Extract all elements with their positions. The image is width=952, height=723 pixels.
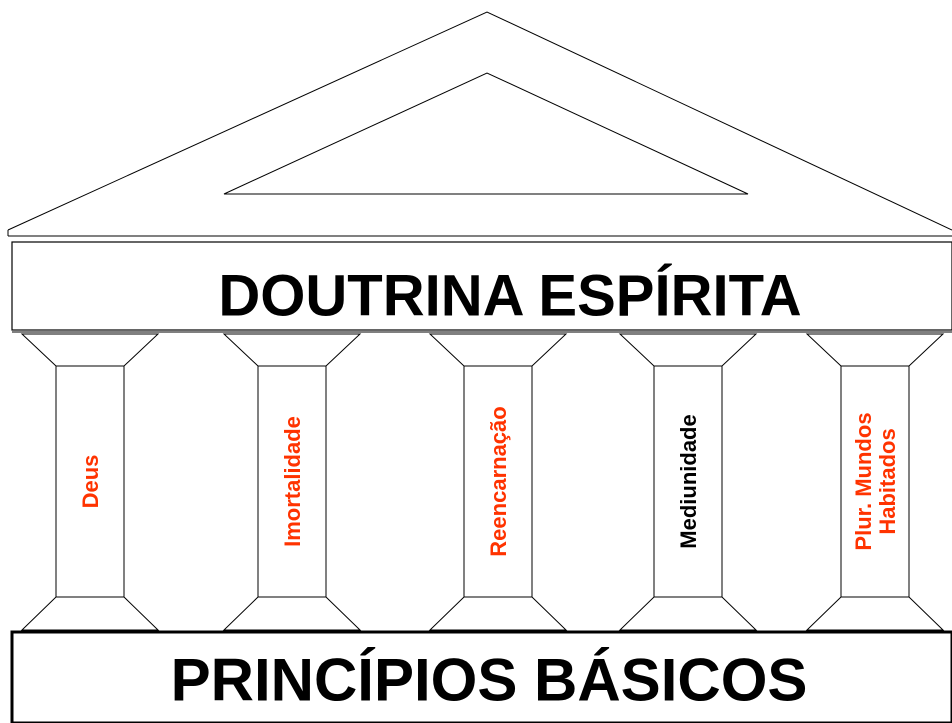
pillar-2: Imortalidade [222,333,362,631]
entablature-box [11,241,952,331]
roof-title: DOUTRINA ESPÍRITA [218,264,801,329]
pillar-label: Imortalidade [280,416,305,547]
pillars-group: Deus Imortalidade Reencarnação Mediunidade P… [20,333,945,631]
pillar-label: Reencarnação [486,406,511,556]
pillar-4: Mediunidade [618,333,758,631]
pillar-capital [805,333,945,367]
pillar-label: Plur. MundosHabitados [851,412,900,550]
pillar-capital [222,333,362,367]
base-title: PRINCÍPIOS BÁSICOS [171,647,808,714]
pillar-3: Reencarnação [428,333,568,631]
pillar-base [805,596,945,631]
pillar-capital [20,333,160,367]
pillar-base [428,596,568,631]
pillar-5: Plur. MundosHabitados [805,333,945,631]
pillar-label-line: Habitados [875,428,900,534]
pillar-label: Mediunidade [676,414,701,548]
pillar-base [618,596,758,631]
pillar-label-line: Deus [78,455,103,509]
pillar-label-line: Mediunidade [676,414,701,548]
pillar-label-line: Plur. Mundos [851,412,876,550]
roof-outer-triangle [7,11,952,231]
pillar-1: Deus [20,333,160,631]
base-box [10,630,952,723]
pillar-base [20,596,160,631]
pillar-label-line: Imortalidade [280,416,305,547]
pillar-label: Deus [78,455,103,509]
pillar-capital [618,333,758,367]
pillar-label-line: Reencarnação [486,406,511,556]
pillar-base [222,596,362,631]
pillar-capital [428,333,568,367]
roof-inner-triangle [223,72,749,195]
